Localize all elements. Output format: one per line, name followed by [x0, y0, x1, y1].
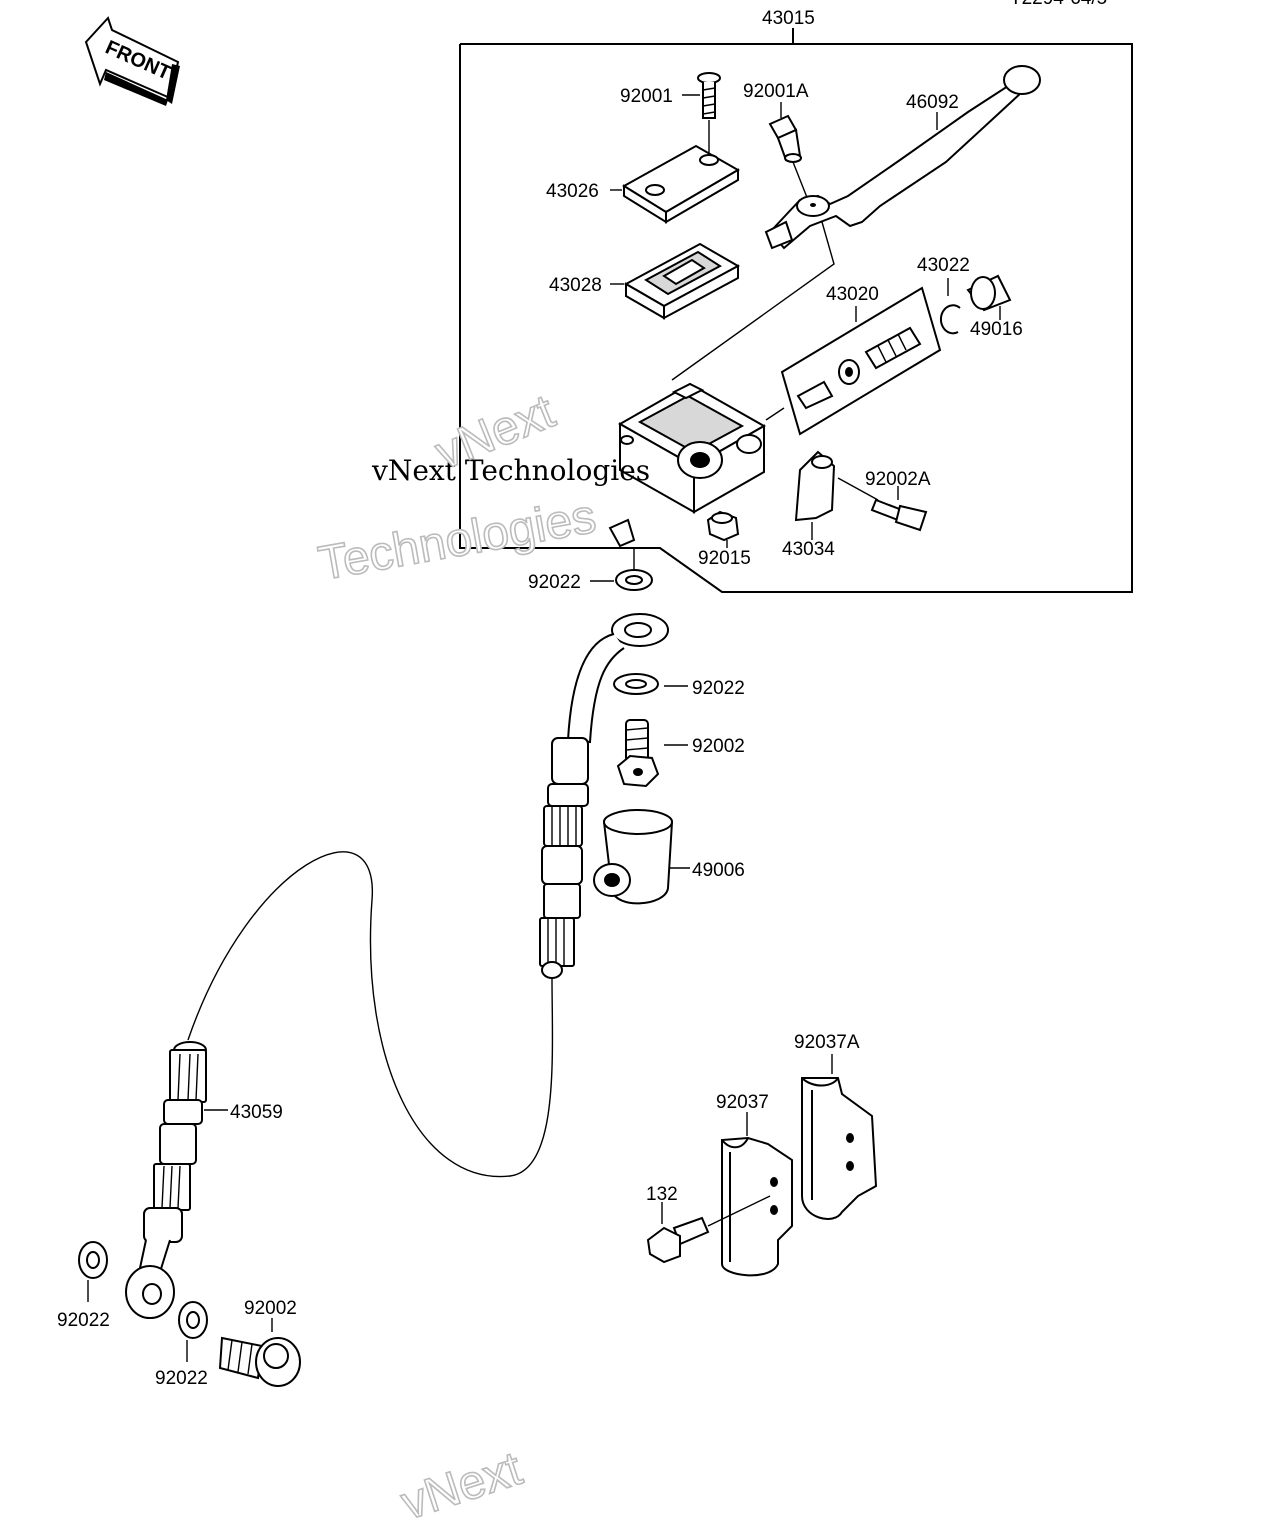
label-49006: 49006: [692, 860, 745, 881]
diaphragm-icon: [623, 242, 741, 320]
screw-icon: [697, 72, 721, 119]
label-92001: 92001: [620, 86, 673, 107]
brake-lever-icon: [764, 65, 1041, 250]
label-92001a: 92001A: [743, 81, 809, 102]
circlip-icon: [939, 304, 961, 335]
label-92002a: 92002A: [865, 469, 931, 490]
lower-hose-icon: [125, 1041, 207, 1319]
label-43059: 43059: [230, 1102, 283, 1123]
label-92022-mid: 92022: [692, 678, 745, 699]
front-arrow-icon: FRONT: [84, 16, 180, 106]
label-92022-bottom: 92022: [155, 1368, 208, 1389]
bracket-icon: [721, 1136, 793, 1277]
label-92022-left: 92022: [57, 1310, 110, 1331]
boot-icon: [966, 274, 1012, 312]
label-92037: 92037: [716, 1092, 769, 1113]
washer-mid-icon: [613, 673, 659, 695]
washer-left-icon: [78, 1241, 108, 1279]
assembly-box: [459, 28, 1133, 593]
label-92022-top: 92022: [528, 572, 581, 593]
label-49016: 49016: [970, 319, 1023, 340]
lever-bolt-icon: [768, 114, 802, 163]
label-43015: 43015: [762, 8, 815, 29]
washer-bottom-icon: [178, 1301, 208, 1339]
master-cylinder-body-icon: [617, 382, 767, 514]
upper-hose-icon: [539, 613, 669, 979]
label-43020: 43020: [826, 284, 879, 305]
label-132: 132: [646, 1184, 678, 1205]
watermark-outline-bottom: vNext: [395, 1442, 528, 1530]
banjo-bolt-top-icon: [616, 719, 660, 788]
label-92015: 92015: [698, 548, 751, 569]
label-43028: 43028: [549, 275, 602, 296]
washer-top-icon: [615, 569, 653, 591]
clamp-icon: [794, 450, 836, 522]
watermark-line: vNext Technologies: [371, 454, 650, 487]
corner-code: T2294-64/5: [1010, 0, 1107, 9]
label-92002-bottom: 92002: [244, 1298, 297, 1319]
nut-icon: [706, 510, 740, 542]
label-46092: 46092: [906, 92, 959, 113]
reservoir-cap-icon: [622, 144, 740, 224]
clamp-bolt-icon: [870, 498, 928, 532]
label-43026: 43026: [546, 181, 599, 202]
label-43034: 43034: [782, 539, 835, 560]
banjo-bolt-bottom-icon: [218, 1336, 301, 1387]
bracket-bolt-icon: [646, 1216, 710, 1264]
label-92037a: 92037A: [794, 1032, 860, 1053]
banjo-tab-icon: [608, 518, 636, 548]
label-43022: 43022: [917, 255, 970, 276]
hose-cover-icon: [593, 809, 674, 905]
piston-kit-icon: [780, 286, 942, 436]
bracket-a-icon: [801, 1077, 878, 1220]
brake-hose-line: [187, 851, 554, 1178]
label-92002-top: 92002: [692, 736, 745, 757]
